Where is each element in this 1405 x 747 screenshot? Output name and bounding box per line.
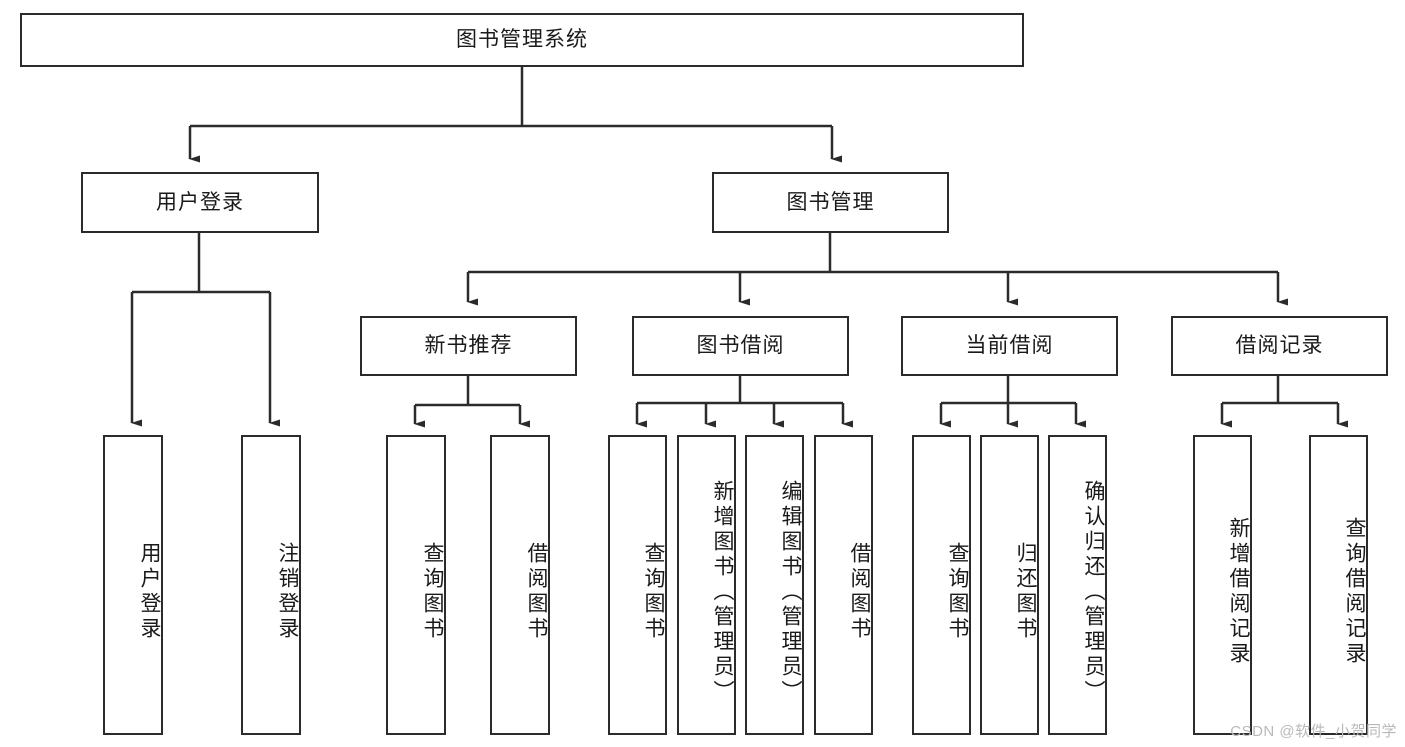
node-current-borrowing[interactable]: 当前借阅 [901, 316, 1118, 376]
leaf-label: 用户登录 [138, 542, 161, 642]
leaf-current-confirm-return-admin[interactable]: 确认归还（管理员） [1048, 435, 1107, 735]
node-label: 借阅记录 [1235, 334, 1324, 358]
node-label: 新书推荐 [424, 334, 513, 358]
node-root-book-management-system[interactable]: 图书管理系统 [20, 13, 1024, 67]
leaf-label: 查询图书 [946, 542, 969, 642]
leaf-label: 新增借阅记录 [1227, 517, 1250, 667]
leaf-label: 借阅图书 [848, 542, 871, 642]
leaf-user-login-sign-in[interactable]: 用户登录 [103, 435, 163, 735]
leaf-borrow-query-books[interactable]: 查询图书 [608, 435, 667, 735]
leaf-borrow-borrow-books[interactable]: 借阅图书 [814, 435, 873, 735]
node-book-management[interactable]: 图书管理 [712, 172, 949, 233]
node-label: 当前借阅 [965, 334, 1054, 358]
leaf-label: 查询借阅记录 [1343, 517, 1366, 667]
leaf-new-book-query-books[interactable]: 查询图书 [386, 435, 446, 735]
node-book-borrowing[interactable]: 图书借阅 [632, 316, 849, 376]
leaf-current-query-books[interactable]: 查询图书 [912, 435, 971, 735]
node-label: 图书管理 [786, 190, 875, 214]
node-borrow-records[interactable]: 借阅记录 [1171, 316, 1388, 376]
node-user-login[interactable]: 用户登录 [81, 172, 319, 233]
node-label: 用户登录 [156, 190, 244, 214]
leaf-label: 归还图书 [1014, 542, 1037, 642]
leaf-label: 查询图书 [642, 542, 665, 642]
leaf-user-login-sign-out[interactable]: 注销登录 [241, 435, 301, 735]
leaf-label: 借阅图书 [525, 542, 548, 642]
leaf-borrow-edit-book-admin[interactable]: 编辑图书（管理员） [745, 435, 804, 735]
leaf-label: 编辑图书（管理员） [779, 479, 802, 705]
leaf-new-book-borrow-books[interactable]: 借阅图书 [490, 435, 550, 735]
leaf-label: 新增图书（管理员） [711, 479, 734, 705]
leaf-label: 确认归还（管理员） [1082, 479, 1105, 705]
leaf-record-query-borrow-record[interactable]: 查询借阅记录 [1309, 435, 1368, 735]
node-label: 图书借阅 [696, 334, 785, 358]
leaf-label: 查询图书 [421, 542, 444, 642]
node-label: 图书管理系统 [456, 28, 588, 52]
leaf-record-add-borrow-record[interactable]: 新增借阅记录 [1193, 435, 1252, 735]
leaf-borrow-add-book-admin[interactable]: 新增图书（管理员） [677, 435, 736, 735]
node-new-book-recommendation[interactable]: 新书推荐 [360, 316, 577, 376]
leaf-label: 注销登录 [276, 542, 299, 642]
leaf-current-return-books[interactable]: 归还图书 [980, 435, 1039, 735]
